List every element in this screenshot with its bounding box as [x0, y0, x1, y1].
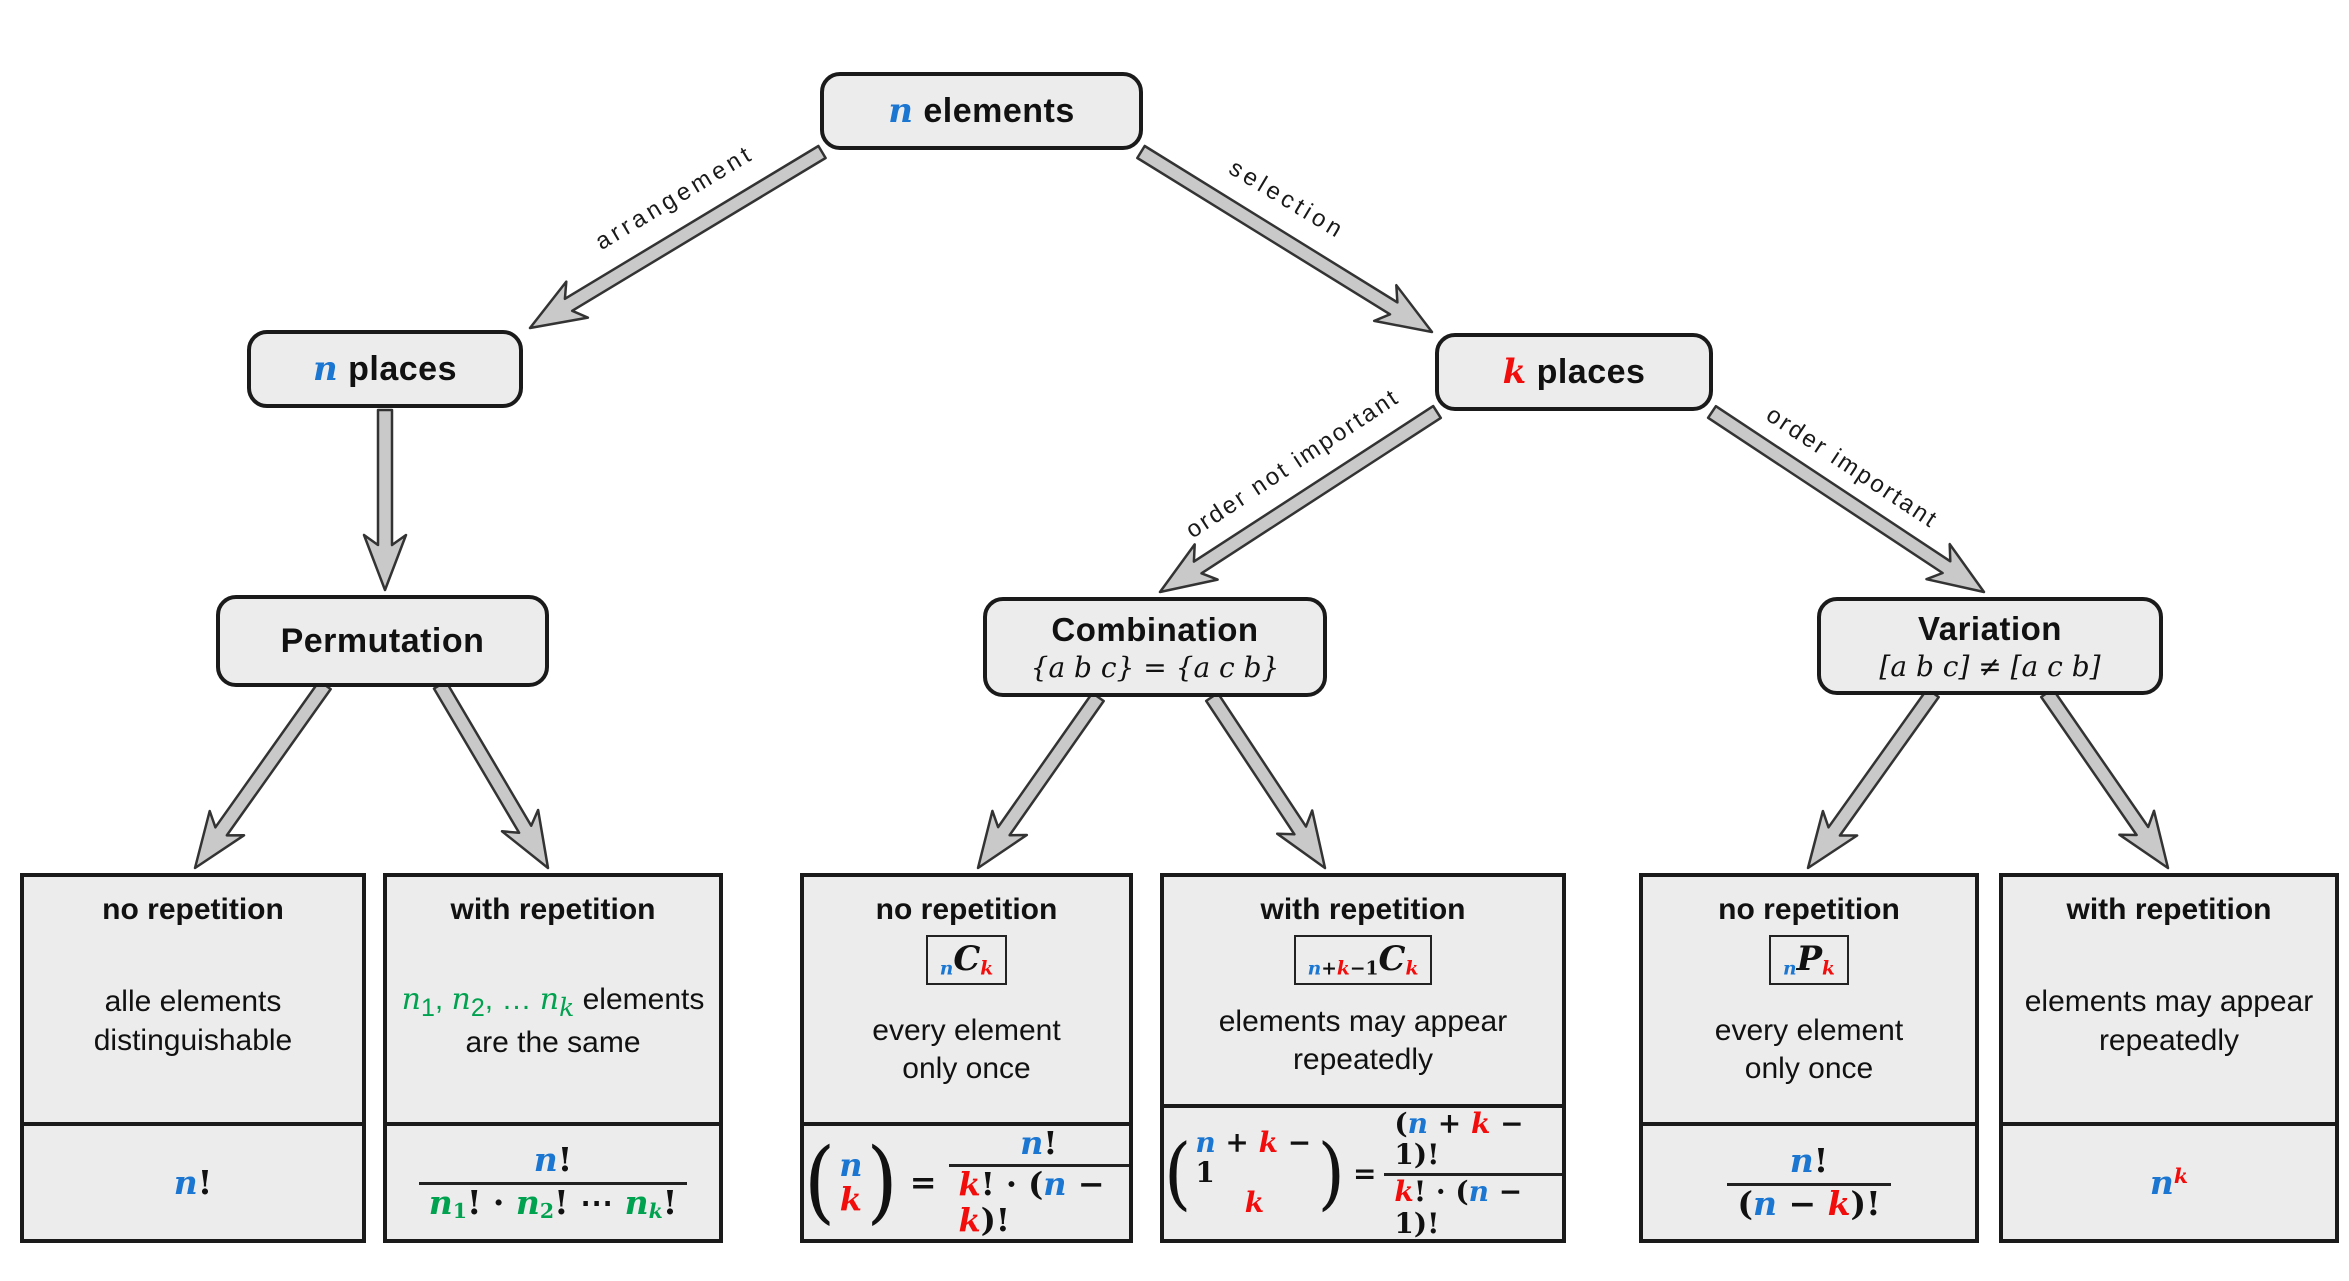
notation-badge-nCk: nCk	[925, 935, 1008, 985]
leaf-permutation-no-repetition: no repetition alle elements distinguisha…	[20, 873, 366, 1243]
node-combination-example: {a b c} = {a c b}	[1030, 650, 1280, 684]
node-n-places: n places	[247, 330, 523, 408]
leaf-header: with repetition	[450, 893, 656, 926]
leaf-header: no repetition	[1718, 893, 1900, 926]
leaf-description: every element only once	[872, 1013, 1061, 1086]
leaf-description-area: with repetition n+k−1Ck elements may app…	[1164, 877, 1562, 1104]
leaf-description-area: with repetition n1, n2, … nk elements ar…	[387, 877, 719, 1122]
leaf-combination-with-repetition: with repetition n+k−1Ck elements may app…	[1160, 873, 1566, 1243]
arrow	[1806, 687, 1940, 870]
leaf-permutation-with-repetition: with repetition n1, n2, … nk elements ar…	[383, 873, 723, 1243]
notation-badge-nPk: nPk	[1769, 935, 1849, 985]
node-permutation-label: Permutation	[280, 621, 485, 660]
arrow	[193, 679, 332, 870]
leaf-description: every element only once	[1714, 1013, 1904, 1086]
leaf-description-area: no repetition nCk every element only onc…	[804, 877, 1129, 1122]
arrow	[1136, 144, 1434, 334]
formula-n-power-k: nk	[2003, 1122, 2335, 1239]
node-n-places-label: n places	[312, 349, 458, 389]
node-k-places: k places	[1435, 333, 1713, 411]
arrow	[362, 408, 408, 592]
leaf-description: n1, n2, … nk elements are the same	[401, 981, 705, 1059]
leaf-description: alle elements distinguishable	[93, 985, 293, 1057]
leaf-description-area: no repetition alle elements distinguisha…	[24, 877, 362, 1122]
arrow	[432, 680, 550, 870]
arrow	[1158, 404, 1443, 594]
leaf-variation-no-repetition: no repetition nPk every element only onc…	[1639, 873, 1979, 1243]
leaf-description: elements may appear repeatedly	[1218, 1004, 1508, 1077]
leaf-header: no repetition	[102, 893, 284, 926]
leaf-header: no repetition	[875, 893, 1058, 926]
node-k-places-label: k places	[1502, 352, 1646, 392]
leaf-header: with repetition	[1260, 893, 1466, 926]
node-permutation: Permutation	[216, 595, 549, 687]
leaf-header: with repetition	[2066, 893, 2272, 926]
node-variation-label: Variation	[1918, 609, 2062, 647]
right-paren: )	[866, 1129, 898, 1234]
node-variation-example: [a b c] ≠ [a c b]	[1879, 649, 2101, 683]
right-paren: )	[1317, 1127, 1345, 1220]
node-n-elements-label: n elements	[888, 91, 1075, 131]
leaf-description-area: no repetition nPk every element only onc…	[1643, 877, 1975, 1122]
node-variation: Variation [a b c] ≠ [a c b]	[1817, 597, 2163, 695]
arrow	[1706, 404, 1986, 594]
node-n-elements: n elements	[820, 72, 1143, 150]
leaf-description: elements may appear repeatedly	[2024, 985, 2314, 1057]
formula-binomial-coefficient: ( n k ) = n! k! · (n − k)!	[804, 1121, 1129, 1239]
arrow	[2039, 687, 2170, 870]
leaf-description-area: with repetition elements may appear repe…	[2003, 877, 2335, 1122]
leaf-variation-with-repetition: with repetition elements may appear repe…	[1999, 873, 2339, 1243]
arrow	[976, 691, 1105, 870]
formula-permutation-with-repetition: n! n1! · n2! ⋯ nk!	[387, 1122, 719, 1239]
leaf-combination-no-repetition: no repetition nCk every element only onc…	[800, 873, 1133, 1243]
left-paren: (	[804, 1129, 836, 1234]
arrow	[528, 144, 827, 330]
left-paren: (	[1164, 1127, 1192, 1220]
notation-badge-n+k-1Ck: n+k−1Ck	[1293, 935, 1433, 985]
node-combination-label: Combination	[1051, 610, 1259, 648]
formula-partial-permutation: n! (n − k)!	[1643, 1122, 1975, 1239]
arrow	[1204, 691, 1327, 870]
formula-n-factorial: n!	[24, 1122, 362, 1239]
node-combination: Combination {a b c} = {a c b}	[983, 597, 1327, 697]
formula-multiset-coefficient: ( n + k − 1 k ) = (n + k − 1)! k! · (n −…	[1164, 1103, 1562, 1239]
